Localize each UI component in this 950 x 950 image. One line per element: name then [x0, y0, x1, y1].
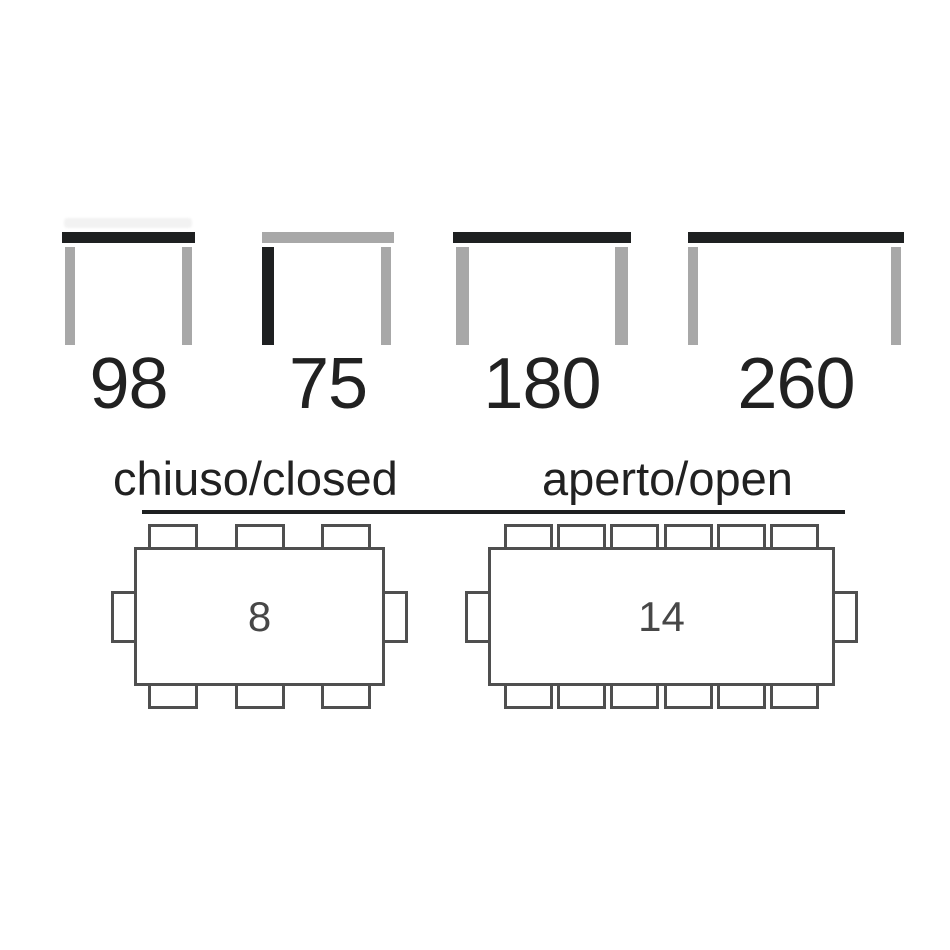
table-leg-right: [615, 247, 628, 345]
chair-bottom: [557, 683, 607, 709]
chair-right: [832, 590, 858, 643]
table-plan-closed: 8: [111, 524, 411, 719]
tabletop-bar: [688, 232, 904, 243]
tabletop-shadow: [64, 218, 192, 228]
chair-bottom: [321, 683, 371, 709]
table-leg-left: [262, 247, 274, 345]
chair-top: [610, 524, 660, 550]
table-elevation-75: 75: [262, 218, 394, 438]
table-elevation-180: 180: [453, 218, 631, 438]
chair-bottom: [610, 683, 660, 709]
heading-underline: [142, 510, 845, 514]
chair-top: [663, 524, 713, 550]
dimension-label: 75: [288, 344, 368, 424]
chair-bottom: [663, 683, 713, 709]
closed-heading: chiuso/closed: [113, 452, 398, 505]
tabletop-closed: 8: [134, 547, 385, 686]
table-leg-right: [891, 247, 901, 345]
tabletop-bar: [453, 232, 631, 243]
chair-bottom: [234, 683, 285, 709]
chair-bottom: [504, 683, 553, 709]
chair-bottom: [770, 683, 819, 709]
table-leg-left: [688, 247, 698, 345]
chair-right: [382, 590, 408, 643]
tabletop-open: 14: [488, 547, 835, 686]
table-leg-right: [182, 247, 192, 345]
table-plan-open: 14: [463, 524, 863, 719]
seat-count-open: 14: [638, 592, 685, 640]
chair-bottom: [716, 683, 766, 709]
table-leg-left: [456, 247, 469, 345]
dimension-label: 260: [737, 344, 855, 424]
table-leg-left: [65, 247, 75, 345]
table-elevation-98: 98: [62, 218, 195, 438]
table-elevation-260: 260: [688, 218, 904, 438]
table-leg-right: [381, 247, 391, 345]
dimension-label: 98: [89, 344, 168, 424]
tabletop-bar: [62, 232, 195, 243]
seat-count-closed: 8: [247, 592, 272, 640]
dimension-label: 180: [483, 344, 601, 424]
chair-bottom: [148, 683, 198, 709]
open-heading: aperto/open: [542, 452, 793, 505]
tabletop-bar: [262, 232, 394, 243]
chair-top: [234, 524, 285, 550]
